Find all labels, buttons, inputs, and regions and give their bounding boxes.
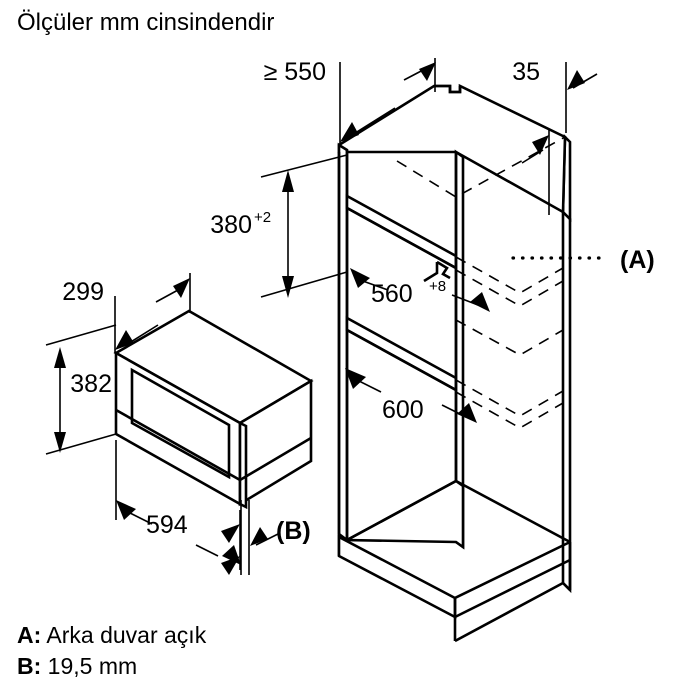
appliance-door-edge — [238, 420, 248, 510]
cabinet-plinth-face — [337, 534, 457, 620]
cabinet-cable-hook-loop — [436, 260, 451, 280]
arrowhead-382-bottom — [54, 432, 66, 453]
dimension-appliance-width: 594 — [115, 440, 241, 570]
appliance-base-strip — [115, 408, 241, 482]
cabinet-right-panel-bottom-face — [454, 581, 564, 643]
cabinet-top-notch — [434, 84, 462, 94]
leader-depth-left — [351, 107, 396, 136]
arrowhead-B-lower — [221, 556, 240, 575]
cabinet-upper-shelf-front-edge — [346, 206, 457, 270]
arrowhead-overhang-left — [532, 135, 549, 155]
arrowhead-594-left — [116, 500, 136, 520]
appliance-illustration — [113, 309, 314, 510]
cabinet-plinth-right-lower — [454, 558, 571, 619]
dimension-label-niche-height: 380 — [210, 211, 252, 239]
legend: A: Arka duvar açık B: 19,5 mm — [17, 620, 206, 682]
callout-B: (B) — [221, 500, 311, 575]
cabinet-top-surface — [337, 83, 567, 215]
legend-row-a: A: Arka duvar açık — [17, 620, 206, 651]
dimension-label-appliance-width: 594 — [146, 511, 188, 539]
leader-B-right — [255, 533, 279, 546]
cabinet-hidden-shelf-mid-c — [455, 391, 564, 429]
dimension-tolerance-niche-height: +2 — [254, 209, 271, 226]
dimension-cabinet-overhang: 35 — [512, 58, 598, 215]
dimension-tolerance-niche-width: +8 — [429, 278, 446, 295]
cabinet-bottom-floor-right — [455, 479, 571, 544]
arrowhead-560-right — [470, 292, 490, 312]
dimension-lower-height: 600 — [345, 368, 477, 424]
legend-row-b: B: 19,5 mm — [17, 651, 206, 682]
callout-B-label: (B) — [276, 517, 311, 545]
cabinet-cable-hook — [423, 262, 439, 283]
cabinet-hidden-shelf-mid-a — [455, 319, 564, 356]
arrowhead-299-right — [173, 278, 190, 298]
ext-line-380-bottom — [260, 271, 348, 298]
arrowhead-depth-right — [419, 62, 436, 81]
dimension-label-lower-height: 600 — [382, 396, 424, 424]
arrowhead-B-left — [221, 524, 240, 543]
legend-key-b: B: — [17, 653, 42, 679]
arrowhead-560-left — [350, 268, 370, 288]
legend-key-a: A: — [17, 622, 42, 648]
cabinet-bottom-floor-edge — [346, 479, 457, 542]
arrowhead-B-right — [250, 527, 268, 546]
callout-A-label: (A) — [620, 246, 655, 274]
dimension-appliance-height: 382 — [45, 324, 117, 455]
arrowhead-overhang-right — [567, 70, 585, 90]
cabinet-hidden-top-back — [396, 136, 566, 198]
cabinet-hidden-shelf-upper-a — [455, 256, 564, 294]
cabinet-bottom-floor — [342, 479, 465, 550]
arrowhead-600-left — [345, 368, 366, 389]
cabinet-illustration — [337, 83, 572, 643]
arrowhead-299-left — [115, 330, 134, 350]
ext-line-382-bottom — [45, 433, 117, 455]
appliance-door-window — [130, 367, 231, 480]
arrowhead-380-top — [282, 170, 294, 192]
leader-594-right — [195, 544, 219, 557]
dimension-label-niche-width: 560 — [371, 280, 413, 308]
dimension-label-cabinet-depth: ≥ 550 — [264, 58, 326, 86]
dimension-label-appliance-height: 382 — [70, 370, 112, 398]
ext-line-380-top — [260, 154, 348, 178]
cabinet-hidden-shelf-mid-b — [455, 379, 564, 417]
dimension-niche-height: 380 +2 — [210, 154, 348, 298]
dimension-cabinet-depth: ≥ 550 — [264, 58, 436, 145]
cabinet-right-panel — [561, 208, 572, 594]
cabinet-plinth-right — [453, 540, 571, 617]
arrowhead-depth-left — [340, 122, 359, 142]
arrowhead-380-bottom — [282, 276, 294, 298]
dimension-niche-width: 560 +8 — [350, 268, 490, 312]
appliance-base-strip-right — [239, 436, 312, 482]
cabinet-upper-shelf — [345, 193, 458, 271]
cabinet-middle-shelf-front-edge — [346, 328, 457, 392]
callout-A: (A) — [511, 246, 655, 274]
leader-594-left — [127, 511, 153, 525]
page-title: Ölçüler mm cinsindendir — [17, 9, 275, 36]
dimension-label-cabinet-overhang: 35 — [512, 58, 540, 86]
leader-600-left — [356, 379, 382, 393]
legend-text-a: Arka duvar açık — [46, 622, 207, 648]
legend-text-b: 19,5 mm — [47, 653, 138, 679]
cabinet-hidden-shelf-upper-b — [455, 269, 564, 307]
dimension-label-appliance-depth: 299 — [62, 278, 104, 306]
leader-299-right — [155, 289, 179, 303]
arrowhead-600-right — [457, 403, 477, 423]
arrowhead-382-top — [54, 347, 66, 368]
ext-line-382-top — [45, 324, 117, 346]
